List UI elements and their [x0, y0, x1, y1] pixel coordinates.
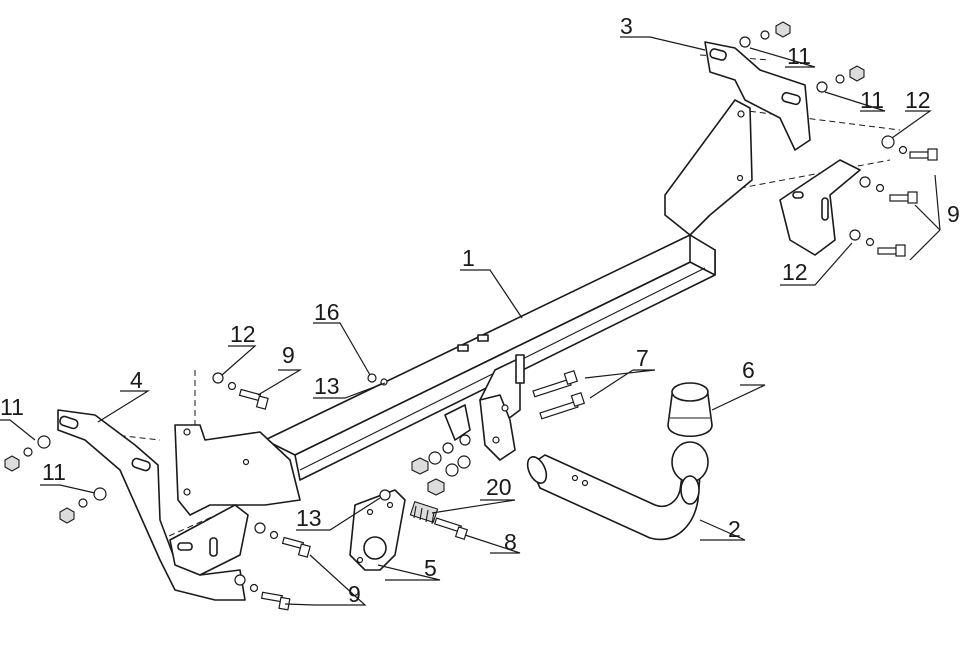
label-3: 3: [620, 13, 633, 39]
label-13-lower: 13: [296, 505, 322, 531]
label-12-right: 12: [782, 259, 808, 285]
centre-nuts-washers: [367, 373, 471, 501]
label-11-right: 11: [860, 87, 884, 113]
label-1: 1: [462, 245, 475, 271]
tow-ball-neck: [526, 441, 709, 541]
label-9-bottom: 9: [348, 581, 361, 607]
label-5: 5: [424, 555, 437, 581]
label-6: 6: [742, 357, 755, 383]
ball-cover: [667, 382, 713, 437]
socket-plate: [349, 489, 406, 571]
label-11-left-top: 11: [0, 394, 24, 420]
label-4: 4: [130, 367, 143, 393]
label-11-top: 11: [787, 43, 811, 69]
right-hardware: [739, 21, 938, 257]
label-13-upper: 13: [314, 373, 340, 399]
label-11-left-bottom: 11: [42, 459, 66, 485]
label-7: 7: [636, 345, 649, 371]
label-12-top-right: 12: [905, 87, 931, 113]
label-9-right: 9: [947, 201, 960, 227]
label-8: 8: [504, 529, 517, 555]
label-16: 16: [314, 299, 340, 325]
label-12-left: 12: [230, 321, 256, 347]
left-hardware: [4, 372, 311, 611]
bolts-7: [532, 369, 586, 420]
right-bracket: [664, 41, 861, 256]
centre-tow-plates: [444, 334, 525, 461]
label-9-left: 9: [282, 342, 295, 368]
left-bracket: [57, 409, 301, 601]
leader-lines: [0, 36, 941, 606]
label-20: 20: [486, 474, 512, 500]
label-2: 2: [728, 516, 741, 542]
spring-and-pin: [409, 500, 469, 541]
part-labels: 3 11 11 12 9 12 1 6 7 16 13 12 9 4 11 11…: [0, 13, 960, 607]
